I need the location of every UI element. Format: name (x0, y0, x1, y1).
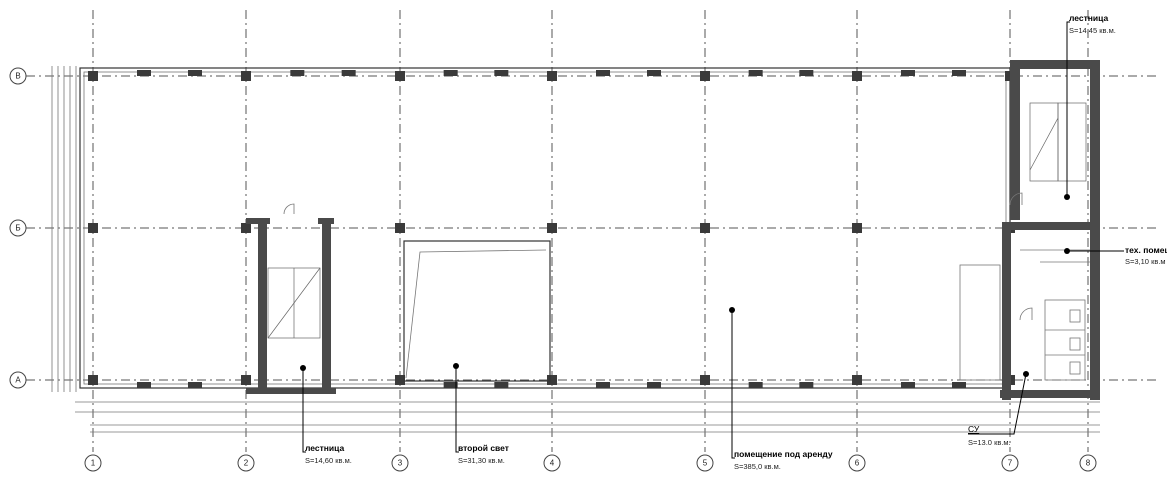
window (748, 70, 763, 76)
column-pillar (395, 223, 405, 233)
room-label-wc: СУ S=13.0 кв.м. (968, 371, 1029, 447)
axis-bubble (848, 454, 866, 472)
window (188, 382, 202, 388)
window (799, 382, 814, 388)
window (290, 70, 305, 76)
axis-bubble (1079, 454, 1097, 472)
axis-bubble (9, 219, 27, 237)
column-pillar (88, 375, 98, 385)
axis-bubble (9, 67, 27, 85)
room-name: СУ (968, 424, 980, 434)
room-name: лестница (305, 443, 344, 453)
column-pillar (852, 71, 862, 81)
window (137, 382, 151, 388)
axis-bubble (9, 371, 27, 389)
column-pillar (700, 375, 710, 385)
window (596, 70, 610, 76)
room-label-tech: тех. помещ S=3,10 кв.м (1064, 245, 1167, 266)
outer-walls (51, 66, 1100, 433)
axis-label-column: 5 (703, 459, 708, 468)
room-label-rental: помещение под аренду S=385,0 кв.м. (729, 307, 833, 471)
stair-core-right (959, 60, 1100, 400)
column-pillar (547, 375, 557, 385)
room-name: помещение под аренду (734, 449, 833, 459)
axis-label-column: 6 (855, 459, 860, 468)
room-name: второй свет (458, 443, 509, 453)
room-name: лестница (1069, 13, 1108, 23)
axis-label-column: 7 (1008, 459, 1013, 468)
column-pillar (88, 223, 98, 233)
column-pillar (395, 71, 405, 81)
column-pillar (700, 71, 710, 81)
window (901, 382, 915, 388)
window (443, 382, 458, 388)
axis-label-column: 3 (398, 459, 403, 468)
column-pillar (395, 375, 405, 385)
column-pillar (852, 375, 862, 385)
axis-bubble (696, 454, 714, 472)
window (494, 70, 509, 76)
column-pillar (852, 223, 862, 233)
axis-label-column: 1 (91, 459, 96, 468)
window (188, 70, 202, 76)
room-label-second-light: второй свет S=31,30 кв.м. (453, 363, 509, 465)
column-pillar (241, 223, 251, 233)
column-pillar (700, 223, 710, 233)
room-area: S=14,45 кв.м. (1069, 26, 1116, 35)
columns (88, 70, 1015, 388)
axis-label-column: 4 (550, 459, 555, 468)
column-pillar (88, 71, 98, 81)
axis-bubble (237, 454, 255, 472)
window (647, 382, 661, 388)
room-label-stair-left: лестница S=14,60 кв.м. (300, 365, 352, 465)
room-area: S=385,0 кв.м. (734, 462, 781, 471)
window (596, 382, 610, 388)
axis-label-row: Б (15, 224, 20, 233)
room-area: S=3,10 кв.м (1125, 257, 1166, 266)
axis-label-column: 8 (1086, 459, 1091, 468)
stair-core-left (246, 203, 336, 394)
window (341, 70, 356, 76)
axis-label-row: В (15, 72, 20, 81)
axis-bubble (1001, 454, 1019, 472)
column-pillar (241, 375, 251, 385)
window (952, 70, 966, 76)
axis-label-column: 2 (244, 459, 249, 468)
window (494, 382, 509, 388)
window (799, 70, 814, 76)
second-light-void (403, 240, 551, 382)
window (901, 70, 915, 76)
room-area: S=14,60 кв.м. (305, 456, 352, 465)
window (748, 382, 763, 388)
room-area: S=31,30 кв.м. (458, 456, 505, 465)
room-area: S=13.0 кв.м. (968, 438, 1011, 447)
room-name: тех. помещ (1125, 245, 1167, 255)
column-pillar (547, 71, 557, 81)
window (952, 382, 966, 388)
column-pillar (547, 223, 557, 233)
axis-label-row: А (15, 376, 21, 385)
axis-bubble (543, 454, 561, 472)
room-label-stair-right: лестница S=14,45 кв.м. (1064, 13, 1116, 200)
window (137, 70, 151, 76)
window (647, 70, 661, 76)
window (443, 70, 458, 76)
column-pillar (241, 71, 251, 81)
axis-bubble (84, 454, 102, 472)
axis-bubble (391, 454, 409, 472)
